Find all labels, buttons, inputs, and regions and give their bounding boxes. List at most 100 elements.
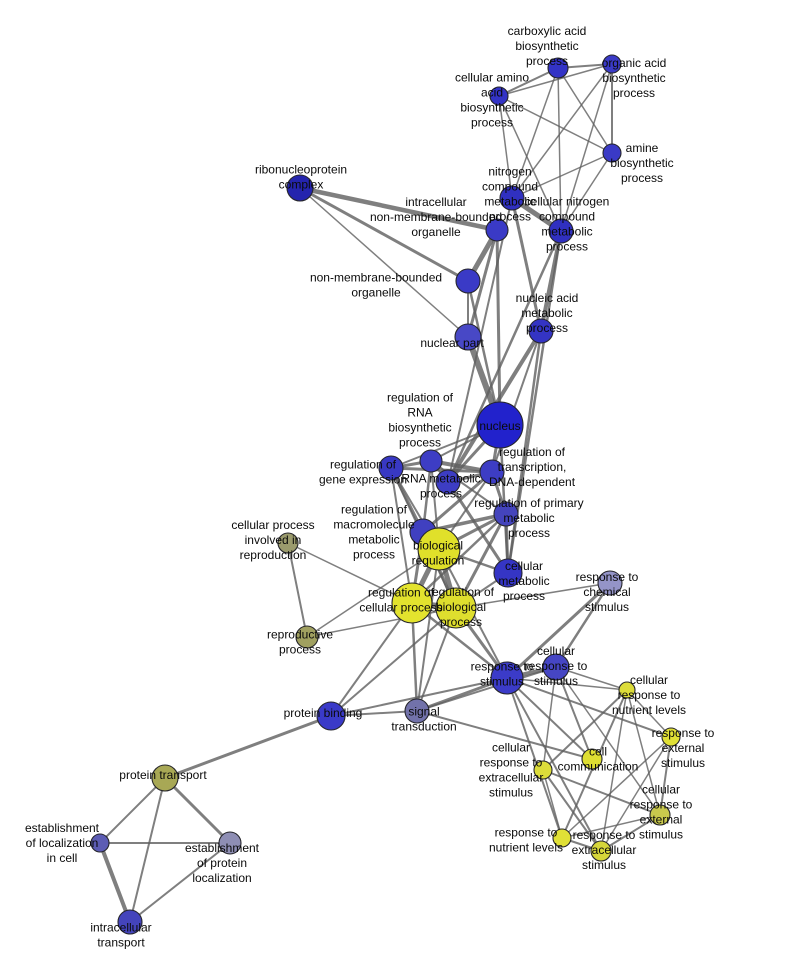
node-amine-biosynth[interactable] [602, 143, 622, 163]
edge-nucleic-acid-metab--cellular-metab [506, 329, 543, 575]
edge-protein-transport--intracellular-transport [129, 777, 166, 923]
node-rnp-complex[interactable] [286, 174, 314, 202]
node-nucleus[interactable] [476, 401, 524, 449]
node-biological-regulation[interactable] [417, 527, 461, 571]
node-protein-binding[interactable] [316, 701, 346, 731]
node-reg-cellular-process[interactable] [391, 582, 433, 624]
edge-protein-transport--est-protein-localization [163, 776, 232, 845]
edge-resp-nutrient--cellular-resp-external [561, 814, 661, 839]
node-cellular-resp-nutrient[interactable] [618, 681, 636, 699]
label-nuclear-part: nuclear part [420, 336, 484, 350]
edge-carboxylic-acid-biosynth--cellular-nitrogen-metab [557, 67, 562, 232]
edge-reproductive-process--reg-biological-process [306, 607, 457, 638]
node-nuclear-part[interactable] [454, 323, 482, 351]
edge-cellular-nitrogen-metab--rna-metab [446, 229, 563, 484]
node-cellular-resp-external[interactable] [649, 804, 671, 826]
node-reg-primary-metab[interactable] [493, 501, 519, 527]
edge-cellular-resp-stimulus--resp-chemical [554, 581, 612, 669]
edge-cellular-resp-stimulus--cellular-resp-extracellular [542, 666, 557, 771]
edge-reg-transcription--reg-gene-expression [389, 466, 494, 474]
node-resp-nutrient[interactable] [552, 828, 572, 848]
edge-rnp-complex--nmb-organelle [298, 186, 470, 283]
node-intracellular-transport[interactable] [117, 909, 143, 935]
edge-cell-process-reproduction--reproductive-process [287, 542, 308, 638]
edge-protein-binding--reg-cellular-process [330, 602, 413, 717]
edge-organic-acid-biosynth--cellular-nitrogen-metab [560, 63, 613, 232]
edge-biological-regulation--signal-transduction [416, 548, 440, 712]
node-cellular-nitrogen-metab[interactable] [548, 218, 574, 244]
edge-cellular-resp-stimulus--signal-transduction [416, 666, 557, 712]
node-resp-chemical[interactable] [597, 570, 623, 596]
node-cellular-metab[interactable] [493, 558, 523, 588]
node-organic-acid-biosynth[interactable] [602, 54, 622, 74]
edge-cellular-resp-extracellular--resp-extracellular [542, 769, 602, 852]
edge-protein-binding--reg-biological-process [330, 607, 457, 717]
edge-cellular-amino-acid-biosynth--amine-biosynth [498, 95, 613, 154]
edge-nitrogen-compound-metab--nucleic-acid-metab [510, 196, 543, 333]
node-est-protein-localization[interactable] [218, 831, 242, 855]
edges-layer [98, 63, 672, 924]
node-reg-transcription[interactable] [479, 459, 505, 485]
node-resp-stimulus[interactable] [490, 661, 524, 695]
node-reproductive-process[interactable] [295, 625, 319, 649]
node-resp-extracellular[interactable] [590, 840, 612, 862]
node-cellular-amino-acid-biosynth[interactable] [489, 86, 509, 106]
edge-carboxylic-acid-biosynth--amine-biosynth [557, 67, 613, 154]
edge-reg-transcription--reg-macromolecule-metab [421, 470, 494, 534]
edge-resp-stimulus--resp-extracellular [506, 677, 602, 852]
node-carboxylic-acid-biosynth[interactable] [547, 57, 569, 79]
node-nitrogen-compound-metab[interactable] [499, 185, 525, 211]
edge-resp-stimulus--cellular-resp-nutrient [506, 677, 628, 691]
node-reg-biological-process[interactable] [435, 587, 477, 629]
node-protein-transport[interactable] [151, 764, 179, 792]
edge-carboxylic-acid-biosynth--cellular-amino-acid-biosynth [498, 67, 559, 97]
edge-cellular-resp-extracellular--cellular-resp-external [542, 769, 661, 816]
edge-cellular-resp-nutrient--cellular-resp-external [626, 689, 661, 816]
node-reg-gene-expression[interactable] [378, 455, 404, 481]
node-cellular-resp-stimulus[interactable] [542, 653, 570, 681]
node-nmb-organelle[interactable] [455, 268, 481, 294]
edge-resp-extracellular--cellular-resp-external [600, 814, 661, 852]
edge-resp-external--cellular-resp-external [659, 736, 672, 816]
edge-cellular-resp-nutrient--resp-external [626, 689, 672, 738]
node-cell-communication[interactable] [581, 748, 603, 770]
label-protein-binding: protein binding [284, 706, 363, 720]
node-cell-process-reproduction[interactable] [277, 532, 299, 554]
edge-nmb-organelle--nucleus [466, 279, 502, 427]
node-reg-rna-biosynth[interactable] [419, 449, 443, 473]
node-cellular-resp-extracellular[interactable] [533, 760, 553, 780]
edge-cellular-resp-extracellular--resp-nutrient [542, 769, 563, 839]
node-est-localization-in-cell[interactable] [90, 833, 110, 853]
node-intracellular-nmb-organelle[interactable] [485, 218, 509, 242]
edge-cell-process-reproduction--reg-cellular-process [287, 542, 413, 604]
edge-resp-stimulus--resp-external [506, 677, 672, 738]
node-signal-transduction[interactable] [404, 698, 430, 724]
node-nucleic-acid-metab[interactable] [528, 318, 554, 344]
node-rna-metab[interactable] [435, 469, 461, 495]
node-resp-external[interactable] [661, 727, 681, 747]
edge-organic-acid-biosynth--cellular-amino-acid-biosynth [498, 63, 613, 97]
